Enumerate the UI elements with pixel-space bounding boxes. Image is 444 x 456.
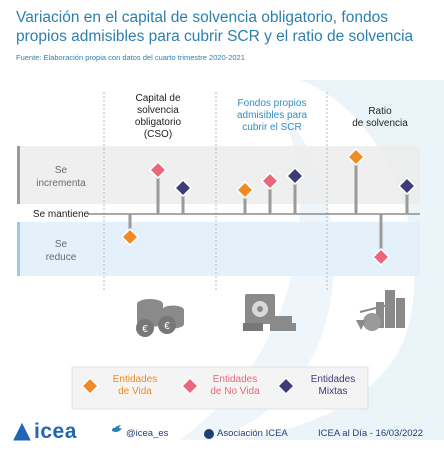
marker-entidades-de-no-vida	[148, 160, 168, 180]
background-swoosh-2	[180, 110, 335, 440]
label-line: (CSO)	[143, 129, 173, 140]
coins-icon: € €	[136, 299, 184, 337]
marker-entidades-mixtas	[173, 178, 193, 198]
label-line: Se	[54, 165, 68, 176]
label-line: de Vida	[118, 386, 152, 397]
chart-title: Variación en el capital de solvencia obl…	[16, 9, 414, 45]
buildings-scale-icon	[356, 290, 405, 331]
row-label-steady: Se mantiene	[20, 208, 102, 221]
legend-swatch	[276, 376, 296, 396]
label-line: Se mantiene	[32, 209, 90, 220]
safe-icon	[243, 294, 296, 331]
label-line: Fondos propios	[237, 98, 307, 109]
chart-source: Fuente: Elaboración propia con datos del…	[16, 53, 245, 62]
label-line: admisibles para	[236, 110, 308, 121]
publication-date: ICEA al Día - 16/03/2022	[318, 428, 424, 439]
marker-entidades-de-vida	[235, 180, 255, 200]
background-swoosh	[230, 80, 444, 440]
twitter-icon	[112, 425, 122, 432]
marker-entidades-de-no-vida	[371, 247, 391, 267]
label-line: Ratio	[368, 106, 392, 117]
linkedin-icon	[204, 429, 214, 439]
band-decrease-edge	[17, 222, 20, 276]
label-line: Entidades	[112, 374, 158, 385]
label-line: incrementa	[36, 178, 86, 189]
marker-entidades-de-vida	[120, 227, 140, 247]
svg-text:€: €	[142, 324, 148, 335]
label-line: Se	[54, 239, 68, 250]
label-line: obligatorio	[134, 117, 182, 128]
svg-text:€: €	[164, 321, 170, 332]
marker-entidades-mixtas	[397, 176, 417, 196]
linkedin-link[interactable]: Asociación ICEA	[217, 428, 288, 439]
label-line: Entidades	[212, 374, 258, 385]
label-line: de solvencia	[352, 118, 408, 129]
legend-swatch	[80, 376, 100, 396]
twitter-handle[interactable]: @icea_es	[126, 428, 169, 439]
marker-entidades-de-no-vida	[260, 171, 280, 191]
band-decrease	[17, 222, 420, 276]
label-line: Entidades	[310, 374, 356, 385]
row-label-decrease: Se reduce	[22, 238, 100, 264]
label-line: reduce	[45, 252, 77, 263]
label-line: de No Vida	[210, 386, 260, 397]
legend-swatch	[180, 376, 200, 396]
icea-logo: icea	[34, 420, 77, 443]
band-increase-edge	[17, 146, 20, 204]
marker-entidades-de-vida	[346, 147, 366, 167]
label-line: cubrir el SCR	[242, 122, 302, 133]
legend-box	[71, 366, 369, 410]
label-line: Mixtas	[318, 386, 348, 397]
label-line: Capital de	[135, 93, 181, 104]
row-label-increase: Se incrementa	[22, 164, 100, 190]
label-line: solvencia	[137, 105, 179, 116]
marker-entidades-mixtas	[285, 166, 305, 186]
icea-logo-icon	[13, 422, 31, 441]
